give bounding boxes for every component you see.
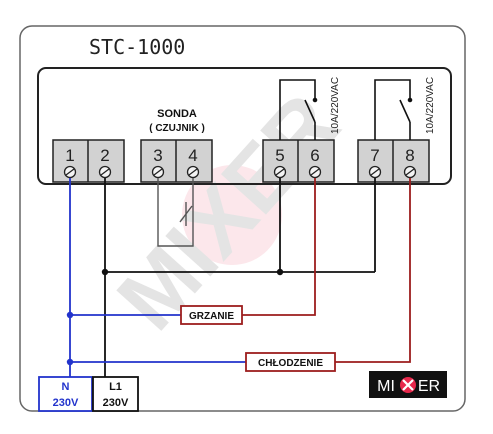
screw-icon-3 [151,165,165,179]
terminal-number-1: 1 [65,146,74,165]
terminal-number-5: 5 [275,146,284,165]
screw-icons [63,165,417,179]
sensor-label: SONDA [157,108,197,120]
junction-dot [66,358,74,366]
brand-logo: MI ER [369,371,447,398]
screw-icon-5 [273,165,287,179]
sensor-probe [157,178,194,247]
cooling-wire [335,178,411,363]
relay-contact-2 [374,79,413,140]
relay-rating-1: 10A/220VAC [330,77,341,134]
terminal-number-7: 7 [370,146,379,165]
screw-icon-4 [186,165,200,179]
junction-dot [101,268,109,276]
cooling-box [245,352,336,372]
terminal-number-8: 8 [405,146,414,165]
line-wire [104,178,376,378]
screw-icon-7 [368,165,382,179]
line-supply-box [92,376,139,412]
neutral-wire [69,178,246,378]
screw-icon-1 [63,165,77,179]
cooling-label: CHŁODZENIE [258,358,323,369]
brand-logo-right: ER [418,378,440,395]
terminal-block-power [52,139,125,183]
terminal-block-relay1 [262,139,335,183]
terminal-number-2: 2 [100,146,109,165]
junction-dot [276,268,284,276]
neutral-voltage: 230V [53,397,79,409]
line-label: L1 [109,381,122,393]
controller-body [37,67,452,185]
terminal-number-4: 4 [188,146,197,165]
relay-rating-2: 10A/220VAC [425,77,436,134]
screw-icon-8 [403,165,417,179]
terminal-block-sensor [140,139,213,183]
heating-box [180,305,243,325]
terminal-number-3: 3 [153,146,162,165]
neutral-label: N [62,381,70,393]
wire-junctions [101,268,284,276]
line-voltage: 230V [103,397,129,409]
relay-contact-1 [279,79,318,140]
screw-icon-6 [308,165,322,179]
device-title: STC-1000 [89,35,185,59]
terminal-number-6: 6 [310,146,319,165]
terminal-block-relay2 [357,139,430,183]
junction-dot [66,311,74,319]
heating-label: GRZANIE [189,311,234,322]
brand-logo-left: MI [377,378,395,395]
neutral-junctions [66,311,74,366]
sensor-sublabel: ( CZUJNIK ) [149,123,205,134]
heating-wire [242,178,316,316]
screw-icon-2 [98,165,112,179]
neutral-supply-box [38,376,93,412]
